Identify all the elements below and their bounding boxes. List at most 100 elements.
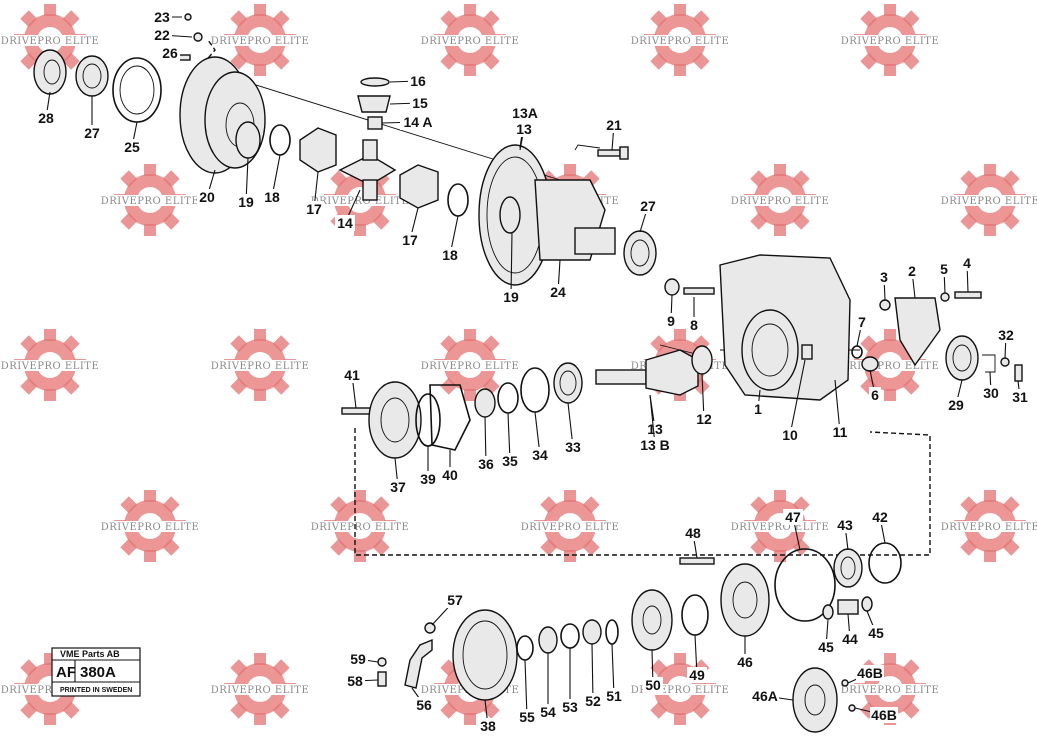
callout-background: [82, 125, 102, 141]
watermark-logo: DRIVEPRO ELITE: [101, 490, 199, 562]
callout-number: 20: [199, 189, 215, 205]
callout-number: 19: [503, 289, 519, 305]
callout-number: 31: [1012, 389, 1028, 405]
callout-background: [694, 411, 714, 427]
carrier-part-46: [720, 563, 770, 637]
washer-part-18-right: [447, 183, 469, 217]
watermark-logo: DRIVEPRO ELITE: [941, 490, 1037, 562]
callout-number: 14 A: [403, 114, 432, 130]
callout-number: 50: [645, 677, 661, 693]
callout-background: [906, 263, 918, 279]
callout-background: [501, 289, 521, 305]
bracket-part-2: [894, 297, 941, 367]
callout-number: 28: [38, 110, 54, 126]
hub-part-50: [631, 589, 673, 651]
callout-background: [866, 625, 886, 641]
callout-background: [160, 45, 180, 61]
watermark-logo: DRIVEPRO ELITE: [421, 4, 519, 76]
callout-number: 46A: [752, 688, 778, 704]
callout-background: [783, 509, 803, 525]
callout-number: 45: [868, 625, 884, 641]
washer-part-59: [377, 657, 387, 667]
watermark-logo: DRIVEPRO ELITE: [211, 4, 309, 76]
watermark-text: DRIVEPRO ELITE: [631, 36, 730, 47]
callout-number: 12: [696, 411, 712, 427]
callout-leader: [789, 359, 806, 436]
callout-leader: [611, 643, 615, 697]
callout-number: 51: [606, 688, 622, 704]
watermark-text: DRIVEPRO ELITE: [631, 685, 730, 696]
parts-stamp: VME Parts AB AF 380A PRINTED IN SWEDEN: [51, 647, 141, 697]
bevel-gear-part-17-right: [399, 164, 439, 209]
callout-number: 11: [833, 424, 848, 440]
callout-number: 18: [442, 247, 458, 263]
clip-part-57: [424, 622, 436, 634]
watermark-logo: DRIVEPRO ELITE: [841, 329, 940, 401]
hub-assembly: [377, 542, 902, 733]
callout-background: [335, 215, 355, 231]
callout-number: 16: [410, 73, 426, 89]
callout-background: [511, 105, 539, 121]
pin-part-16: [360, 77, 390, 87]
callout-number: 56: [416, 697, 432, 713]
callout-leader: [834, 379, 841, 433]
callout-background: [152, 27, 172, 43]
callout-number: 13A: [512, 105, 538, 121]
callout-background: [981, 385, 1001, 401]
callout-number: 45: [818, 639, 834, 655]
watermark-text: DRIVEPRO ELITE: [211, 361, 310, 372]
nut-part-9: [664, 278, 680, 296]
bolt-part-21: [597, 146, 629, 160]
watermark-text: DRIVEPRO ELITE: [421, 361, 520, 372]
callout-number: 29: [948, 397, 964, 413]
callout-background: [856, 314, 868, 330]
callout-number: 1: [754, 401, 762, 417]
nut-part-54: [538, 626, 558, 654]
callout-number: 46B: [857, 665, 883, 681]
callout-background: [645, 421, 665, 437]
ring-gear-part-13: [478, 144, 552, 286]
callout-number: 9: [667, 313, 675, 329]
washer-part-45-right: [861, 596, 873, 612]
callout-background: [500, 453, 520, 469]
callout-number: 59: [350, 651, 366, 667]
callout-background: [856, 665, 884, 681]
cover-part-40: [429, 384, 471, 451]
gear-part-15: [357, 95, 391, 113]
watermark-logo: DRIVEPRO ELITE: [1, 653, 99, 725]
watermark-text: DRIVEPRO ELITE: [841, 685, 940, 696]
callout-background: [735, 654, 755, 670]
watermark-logo: DRIVEPRO ELITE: [311, 490, 409, 562]
callout-background: [304, 201, 324, 217]
bearing-part-12: [691, 345, 713, 375]
spider-part-14: [338, 139, 397, 201]
callout-number: 3: [880, 269, 888, 285]
callout-number: 57: [447, 592, 463, 608]
watermark-logo: DRIVEPRO ELITE: [521, 490, 619, 562]
callout-leader: [510, 231, 513, 298]
watermark-text: DRIVEPRO ELITE: [841, 361, 940, 372]
callout-background: [683, 525, 703, 541]
callout-background: [400, 232, 420, 248]
watermark-logo: DRIVEPRO ELITE: [841, 653, 940, 725]
callout-number: 48: [685, 525, 701, 541]
shim-part-34: [520, 367, 550, 413]
callout-number: 46B: [871, 707, 897, 723]
watermark-text: DRIVEPRO ELITE: [311, 196, 410, 207]
callout-number: 47: [785, 509, 801, 525]
callout-background: [870, 509, 890, 525]
bolt-part-4: [954, 291, 982, 299]
oring-part-47: [774, 548, 836, 622]
callout-number: 5: [940, 261, 948, 277]
callout-background: [687, 667, 707, 683]
callout-background: [342, 367, 362, 383]
callout-background: [830, 424, 850, 440]
watermark-logo: DRIVEPRO ELITE: [311, 164, 410, 236]
lockwasher-part-53: [560, 623, 580, 649]
bearing-part-27-right: [623, 230, 657, 276]
bushing-part-14a: [367, 116, 383, 130]
callout-background: [780, 427, 800, 443]
callout-background: [946, 397, 966, 413]
